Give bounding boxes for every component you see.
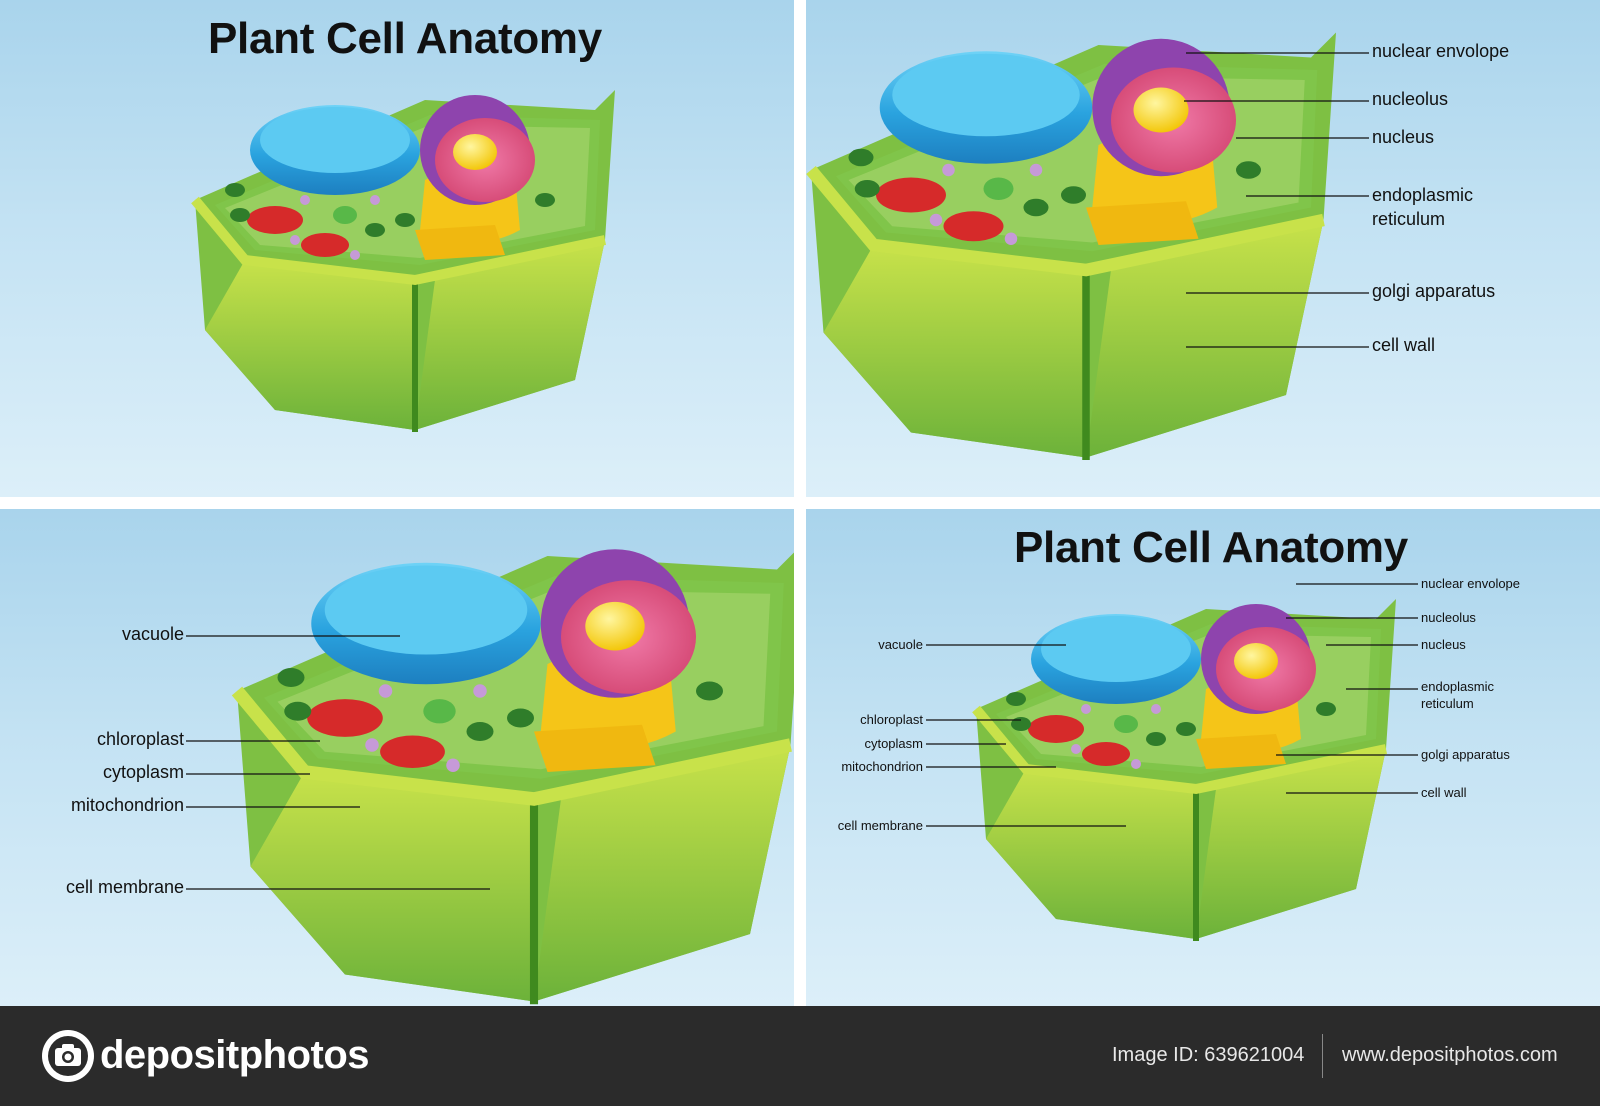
label-cell-wall: cell wall	[1372, 335, 1436, 355]
label-nucleus: nucleus	[1421, 637, 1466, 652]
footer-bar: depositphotos Image ID: 639621004 www.de…	[0, 1006, 1600, 1106]
label-golgi: golgi apparatus	[1421, 747, 1510, 762]
footer-divider	[1322, 1034, 1323, 1078]
label-mitochondrion: mitochondrion	[841, 759, 923, 774]
label-nucleolus: nucleolus	[1372, 89, 1449, 109]
label-nuclear-envelope: nuclear envolope	[1421, 576, 1521, 591]
panel-bottom-right: Plant Cell Anatomy vacuole chloroplast c…	[806, 509, 1600, 1006]
label-chloroplast: chloroplast	[860, 712, 923, 727]
cell-illustration	[806, 0, 1600, 497]
site-link[interactable]: www.depositphotos.com	[1342, 1044, 1558, 1066]
label-er-line1: endoplasmic	[1421, 679, 1494, 694]
image-id: Image ID: 639621004	[1112, 1044, 1305, 1066]
label-vacuole: vacuole	[878, 637, 923, 652]
label-golgi: golgi apparatus	[1372, 281, 1496, 301]
label-cell-membrane: cell membrane	[65, 877, 184, 897]
footer-brand[interactable]: depositphotos	[100, 1033, 370, 1077]
label-nucleus: nucleus	[1372, 127, 1435, 147]
label-chloroplast: chloroplast	[96, 729, 184, 749]
label-mitochondrion: mitochondrion	[70, 795, 184, 815]
diagram-title: Plant Cell Anatomy	[1014, 523, 1408, 572]
label-cytoplasm: cytoplasm	[864, 736, 923, 751]
label-nucleolus: nucleolus	[1421, 610, 1476, 625]
label-nuclear-envelope: nuclear envolope	[1372, 41, 1510, 61]
label-vacuole: vacuole	[121, 624, 184, 644]
cell-illustration	[0, 0, 794, 497]
diagram-title: Plant Cell Anatomy	[208, 14, 602, 63]
panel-top-right: nuclear envolope nucleolus nucleus endop…	[806, 0, 1600, 497]
cell-illustration	[0, 509, 794, 1006]
camera-logo-icon	[42, 1030, 94, 1082]
label-cell-membrane: cell membrane	[837, 818, 923, 833]
label-er-line2: reticulum	[1421, 696, 1474, 711]
panel-bottom-left: vacuole chloroplast cytoplasm mitochondr…	[0, 509, 794, 1006]
label-cytoplasm: cytoplasm	[102, 762, 184, 782]
label-er-line2: reticulum	[1372, 209, 1446, 229]
panel-top-left: Plant Cell Anatomy	[0, 0, 794, 497]
label-cell-wall: cell wall	[1421, 785, 1467, 800]
label-er-line1: endoplasmic	[1372, 185, 1474, 205]
